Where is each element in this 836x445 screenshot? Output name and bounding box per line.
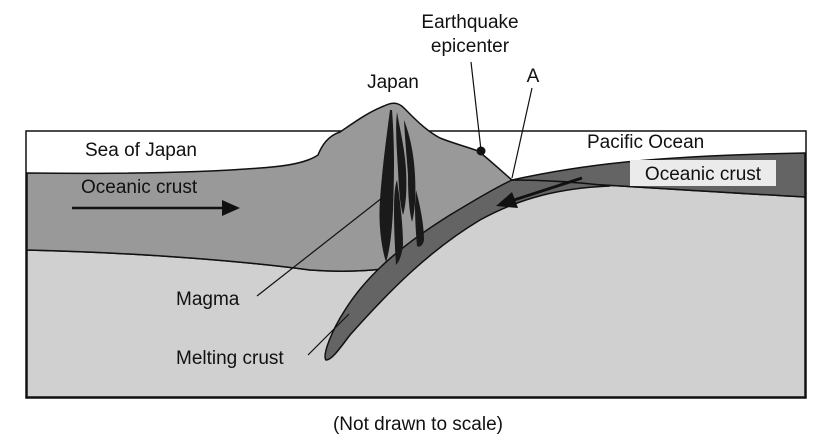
epicenter-dot xyxy=(476,146,486,156)
magma-label: Magma xyxy=(176,289,240,310)
magma-streak xyxy=(379,110,394,262)
sea-of-japan-label: Sea of Japan xyxy=(85,140,197,161)
melting-crust-leader-line xyxy=(307,313,350,356)
magma-streak xyxy=(415,190,424,247)
magma-streak xyxy=(396,112,407,215)
oceanic-crust-label-box xyxy=(630,160,776,186)
oceanic-crust-right-label: Oceanic crust xyxy=(645,164,762,185)
japan-label: Japan xyxy=(367,72,419,93)
left-plate-motion-arrow xyxy=(72,200,240,216)
caption: (Not drawn to scale) xyxy=(333,414,503,435)
pacific-ocean-label: Pacific Ocean xyxy=(587,132,704,153)
subducting-plate xyxy=(324,179,611,361)
oceanic-crust-left-label: Oceanic crust xyxy=(81,177,198,198)
point-a-label: A xyxy=(527,66,540,87)
magma-leader-line xyxy=(256,197,383,297)
magma-streak xyxy=(404,120,416,222)
melting-crust-label: Melting crust xyxy=(176,348,284,369)
point-a-leader-line xyxy=(511,87,533,179)
magma-streak xyxy=(394,180,403,265)
epicenter-leader-line xyxy=(470,61,482,151)
earthquake-label-line1: Earthquake xyxy=(421,12,518,33)
subduction-motion-arrow xyxy=(496,176,583,208)
earthquake-label-line2: epicenter xyxy=(431,36,510,57)
